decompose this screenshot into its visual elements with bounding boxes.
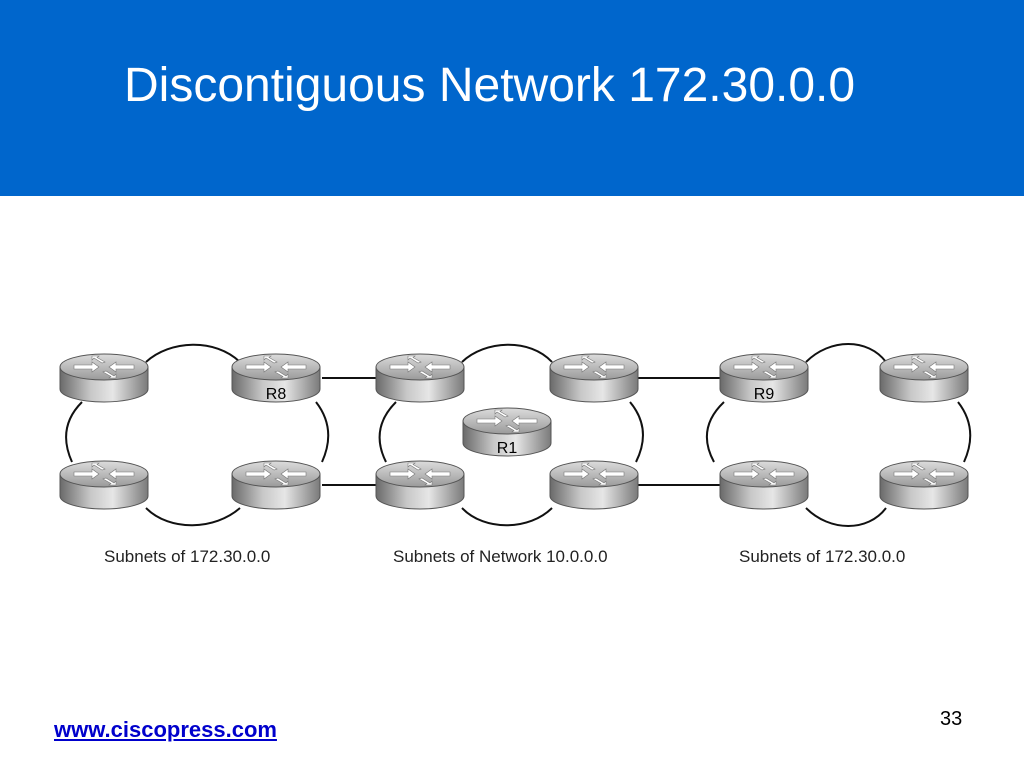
cloud-label-middle: Subnets of Network 10.0.0.0 xyxy=(393,547,608,566)
router-arrows-icon xyxy=(245,355,307,379)
router-label: R1 xyxy=(497,440,518,457)
router-top xyxy=(719,353,809,381)
router-top xyxy=(59,353,149,381)
router xyxy=(549,460,639,510)
link-lines xyxy=(322,377,720,486)
cloud-right xyxy=(705,343,972,527)
router xyxy=(375,460,465,510)
router-top xyxy=(879,460,969,488)
router xyxy=(59,353,149,403)
router xyxy=(59,460,149,510)
cloud-middle xyxy=(378,343,644,527)
router: R9 xyxy=(719,353,809,403)
title-banner: Discontiguous Network 172.30.0.0 xyxy=(0,0,1024,196)
page-number: 33 xyxy=(940,708,963,730)
router-top xyxy=(375,460,465,488)
slide-title: Discontiguous Network 172.30.0.0 xyxy=(124,59,856,112)
router-arrows-icon xyxy=(563,355,625,379)
router-arrows-icon xyxy=(893,355,955,379)
router-top xyxy=(549,460,639,488)
router xyxy=(375,353,465,403)
cloud-label-left: Subnets of 172.30.0.0 xyxy=(104,547,270,566)
router xyxy=(879,460,969,510)
router xyxy=(549,353,639,403)
router-arrows-icon xyxy=(245,462,307,486)
router: R1 xyxy=(462,407,552,457)
router-top xyxy=(231,353,321,381)
router-arrows-icon xyxy=(73,462,135,486)
router-top xyxy=(462,407,552,435)
router-top xyxy=(231,460,321,488)
router-arrows-icon xyxy=(893,462,955,486)
router-top xyxy=(879,353,969,381)
router-label: R9 xyxy=(754,386,775,403)
router-top xyxy=(549,353,639,381)
router-top xyxy=(719,460,809,488)
router-arrows-icon xyxy=(733,355,795,379)
footer-link[interactable]: www.ciscopress.com xyxy=(54,717,277,742)
router-top xyxy=(59,460,149,488)
router-arrows-icon xyxy=(563,462,625,486)
router-label: R8 xyxy=(266,386,287,403)
router-arrows-icon xyxy=(73,355,135,379)
router xyxy=(879,353,969,403)
router: R8 xyxy=(231,353,321,403)
router-arrows-icon xyxy=(476,409,538,433)
router-arrows-icon xyxy=(389,462,451,486)
router-arrows-icon xyxy=(389,355,451,379)
router-arrows-icon xyxy=(733,462,795,486)
cloud-outlines xyxy=(65,343,972,527)
router xyxy=(231,460,321,510)
cloud-label-right: Subnets of 172.30.0.0 xyxy=(739,547,905,566)
cloud-left xyxy=(65,343,330,527)
router-top xyxy=(375,353,465,381)
router xyxy=(719,460,809,510)
